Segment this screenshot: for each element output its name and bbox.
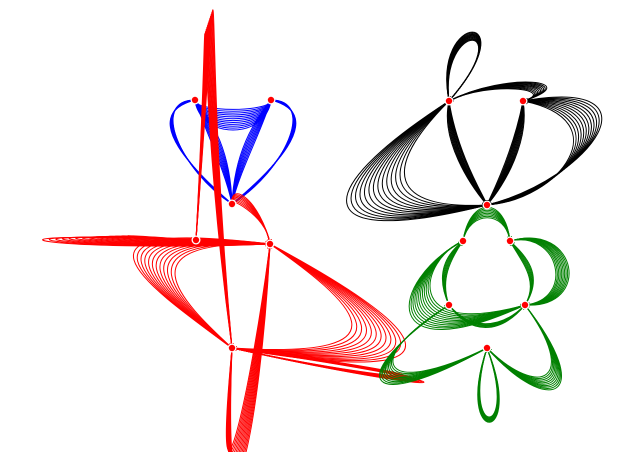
red-cluster-edge-2-0: [231, 243, 353, 351]
blue-cluster-node-0[interactable]: [190, 95, 200, 105]
red-cluster-edge-1-10: [136, 238, 271, 349]
black-cluster-edge-0-5: [381, 100, 488, 211]
nodes-layer: [190, 95, 530, 353]
red-cluster-edge-2-4: [231, 243, 372, 354]
red-cluster-edge-2-5: [231, 243, 377, 355]
green-cluster-edge-5-5: [441, 240, 464, 306]
black-cluster-edge-0-7: [373, 100, 488, 213]
green-cluster-edge-7-1: [479, 347, 498, 419]
red-cluster-edge-1-3: [163, 241, 271, 349]
black-cluster-edge-0-2: [395, 100, 488, 208]
red-cluster-node-2[interactable]: [227, 343, 237, 353]
black-cluster-edge-3-2: [447, 100, 488, 206]
green-cluster-edge-8-5: [448, 304, 526, 328]
red-cluster-node-1[interactable]: [265, 239, 275, 249]
red-cluster-edge-2-2: [231, 243, 363, 352]
red-cluster-edge-2-6: [231, 243, 382, 356]
green-cluster-edge-1-0: [509, 239, 557, 308]
green-cluster-edge-3-9: [486, 304, 562, 391]
green-cluster-node-0[interactable]: [458, 236, 468, 246]
green-cluster-edge-7-7: [477, 347, 500, 423]
green-cluster-edge-2-9: [379, 304, 488, 385]
black-cluster-edge-0-11: [355, 100, 488, 219]
green-cluster-edge-0-2: [425, 240, 526, 317]
black-cluster-edge-4-2: [486, 100, 524, 206]
blue-cluster-edge-3-7: [194, 99, 233, 205]
black-cluster-edge-3-1: [447, 100, 488, 206]
black-cluster-edge-0-9: [364, 100, 488, 216]
red-cluster-edge-2-8: [231, 243, 392, 359]
red-cluster-edge-5-11: [230, 243, 273, 452]
green-cluster-edge-1-4: [509, 238, 563, 308]
green-cluster-node-2[interactable]: [444, 300, 454, 310]
green-cluster-edge-7-0: [479, 347, 498, 418]
black-cluster-node-1[interactable]: [518, 96, 528, 106]
edges-layer: [42, 9, 603, 452]
red-cluster-edge-6-0: [231, 193, 272, 245]
blue-cluster-node-2[interactable]: [227, 199, 237, 209]
black-cluster-edge-2-9: [448, 81, 548, 102]
black-cluster-edge-1-11: [486, 96, 603, 206]
black-cluster-edge-0-10: [359, 100, 488, 217]
green-cluster-edge-1-8: [509, 238, 569, 308]
red-cluster-edge-2-9: [231, 243, 397, 360]
black-cluster-edge-0-3: [390, 100, 488, 209]
green-cluster-edge-1-1: [509, 239, 558, 308]
green-cluster-edge-6-0: [509, 240, 531, 306]
black-cluster-edge-3-0: [446, 100, 488, 206]
green-cluster-edge-1-2: [509, 238, 560, 308]
black-cluster-edge-0-6: [377, 100, 488, 212]
green-cluster-edge-1-5: [509, 238, 564, 308]
red-cluster-edge-1-11: [132, 237, 271, 349]
green-cluster-edge-1-9: [509, 237, 570, 308]
black-cluster-edge-0-1: [399, 100, 488, 208]
green-cluster-edge-1-7: [509, 238, 567, 308]
red-cluster-edge-2-7: [231, 243, 387, 358]
red-cluster-edge-2-10: [231, 243, 402, 362]
black-cluster-edge-5-9: [446, 31, 482, 102]
black-cluster-edge-4-0: [486, 100, 525, 206]
red-cluster-node-0[interactable]: [191, 235, 201, 245]
black-cluster-edge-0-4: [386, 100, 488, 210]
green-cluster-edge-0-3: [423, 240, 526, 318]
green-cluster-node-4[interactable]: [482, 343, 492, 353]
blue-cluster-edge-1-13: [231, 99, 297, 205]
green-cluster-node-3[interactable]: [520, 300, 530, 310]
red-cluster-edge-0-13: [42, 236, 271, 247]
red-cluster-edge-2-1: [231, 243, 358, 351]
black-cluster-edge-4-1: [486, 100, 525, 206]
red-cluster-edge-2-3: [231, 243, 367, 353]
blue-cluster-edge-4-7: [231, 99, 272, 205]
green-cluster-node-1[interactable]: [505, 236, 515, 246]
red-cluster-edge-4-11: [195, 9, 235, 349]
black-cluster-edge-0-13: [346, 100, 488, 222]
black-cluster-edge-0-8: [368, 100, 488, 214]
black-cluster-edge-0-0: [403, 100, 488, 208]
black-cluster-edge-0-12: [350, 100, 488, 220]
black-cluster-node-0[interactable]: [444, 96, 454, 106]
green-cluster-edge-1-3: [509, 238, 561, 308]
black-cluster-node-2[interactable]: [482, 200, 492, 210]
green-cluster-edge-6-5: [509, 240, 534, 306]
blue-cluster-node-1[interactable]: [266, 95, 276, 105]
red-cluster-edge-1-1: [171, 241, 271, 349]
green-cluster-edge-1-6: [509, 238, 566, 308]
red-cluster-edge-3-9: [231, 346, 425, 384]
black-cluster-edge-3-3: [448, 100, 488, 206]
